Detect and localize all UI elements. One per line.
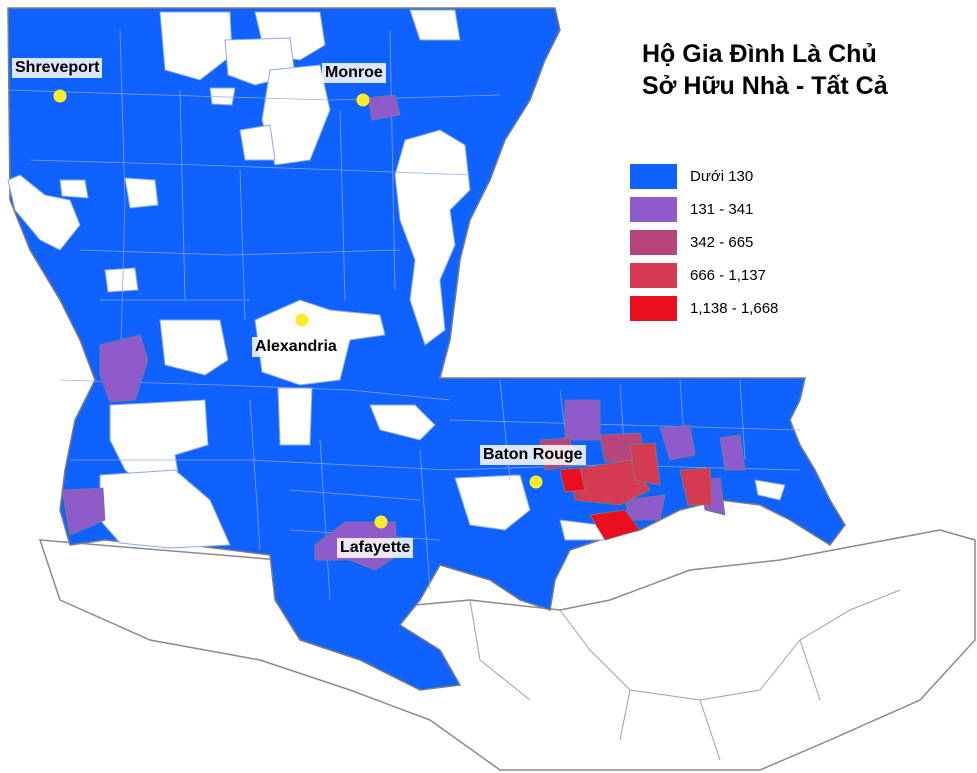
district-131-341 [624,494,666,521]
legend-label: 342 - 665 [690,234,754,251]
city-label-monroe: Monroe [322,63,386,83]
district-1138-1668 [589,509,641,541]
legend-label: 666 - 1,137 [690,267,766,284]
district-666-1137 [679,467,713,506]
map-title: Hộ Gia Đình Là Chủ Sở Hữu Nhà - Tất Cả [642,38,972,102]
legend: Dưới 130 131 - 341 342 - 665 666 - 1,137… [630,160,778,325]
legend-swatch [630,230,677,255]
district-131-341 [719,434,746,471]
city-marker-monroe [356,93,370,107]
legend-label: 131 - 341 [690,201,754,218]
colored-districts [61,94,746,571]
legend-swatch [630,164,677,189]
legend-swatch [630,263,677,288]
district-131-341 [99,334,149,403]
legend-label: Dưới 130 [690,168,754,185]
district-131-341 [564,399,601,441]
city-marker-baton-rouge [529,475,543,489]
city-label-lafayette: Lafayette [337,538,414,558]
legend-item: 342 - 665 [630,226,778,259]
district-666-1137 [569,459,651,506]
district-666-1137 [629,442,661,486]
legend-swatch [630,296,677,321]
city-marker-shreveport [53,89,67,103]
city-label-alexandria: Alexandria [252,337,340,357]
district-1138-1668 [559,467,586,493]
legend-swatch [630,197,677,222]
legend-item: 131 - 341 [630,193,778,226]
map-title-line-1: Hộ Gia Đình Là Chủ [642,40,877,68]
legend-label: 1,138 - 1,668 [690,300,779,317]
coastal-subdivision-lines [359,589,901,761]
city-label-baton-rouge: Baton Rouge [480,445,586,465]
city-marker-alexandria [295,313,309,327]
city-marker-lafayette [374,515,388,529]
map-title-line-2: Sở Hữu Nhà - Tất Cả [642,72,888,100]
legend-item: Dưới 130 [630,160,778,193]
legend-item: 1,138 - 1,668 [630,292,778,325]
legend-item: 666 - 1,137 [630,259,778,292]
district-131-341 [659,424,696,461]
city-label-shreveport: Shreveport [12,58,103,78]
district-131-341 [367,94,401,121]
district-131-341 [61,487,106,536]
